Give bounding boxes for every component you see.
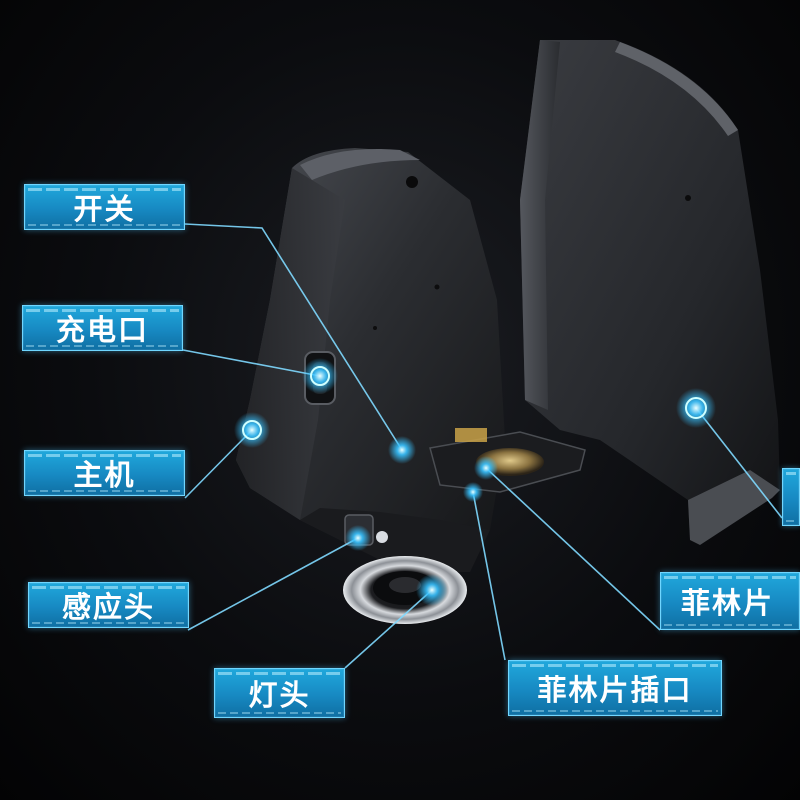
- leader-sensor: [187, 537, 359, 631]
- leader-film: [485, 467, 661, 631]
- leader-charging-port: [182, 349, 321, 377]
- callout-film-slot: 菲林片插口: [508, 660, 722, 716]
- marker-film-slot: [463, 482, 483, 502]
- callout-switch: 开关: [24, 184, 185, 230]
- marker-host: [234, 412, 270, 448]
- callout-lamp-head: 灯头: [214, 668, 345, 718]
- callout-sensor-head-label: 感应头: [61, 590, 155, 624]
- leader-lines: [182, 223, 783, 669]
- marker-charging-port: [302, 358, 338, 394]
- leader-switch: [184, 223, 403, 451]
- marker-film: [474, 456, 498, 480]
- leader-lamp: [344, 589, 433, 669]
- cover-edge: [520, 40, 560, 410]
- host-screw-2: [373, 326, 377, 330]
- callout-film-label: 菲林片: [681, 586, 775, 620]
- cover-hole: [685, 195, 691, 201]
- marker-lamp: [416, 574, 448, 606]
- host-screw: [434, 284, 440, 290]
- callout-lamp-head-label: 灯头: [248, 678, 311, 712]
- cover-shell: [520, 40, 780, 540]
- callout-switch-label: 开关: [73, 192, 136, 226]
- callout-cover-cropped: [782, 468, 800, 526]
- switch-hole: [406, 176, 418, 188]
- callout-sensor-head: 感应头: [28, 582, 189, 628]
- callout-host: 主机: [24, 450, 185, 496]
- callout-charging-port-label: 充电口: [55, 313, 149, 347]
- leader-cover: [695, 407, 783, 519]
- marker-cover: [676, 388, 716, 428]
- callout-film-slot-label: 菲林片插口: [537, 673, 693, 707]
- leader-film-slot: [472, 491, 506, 661]
- host-top-edge: [300, 149, 420, 180]
- marker-switch: [388, 436, 416, 464]
- callout-charging-port: 充电口: [22, 305, 183, 351]
- callout-film: 菲林片: [660, 572, 800, 630]
- callout-host-label: 主机: [73, 458, 136, 492]
- marker-sensor: [345, 525, 371, 551]
- markers: [234, 358, 716, 606]
